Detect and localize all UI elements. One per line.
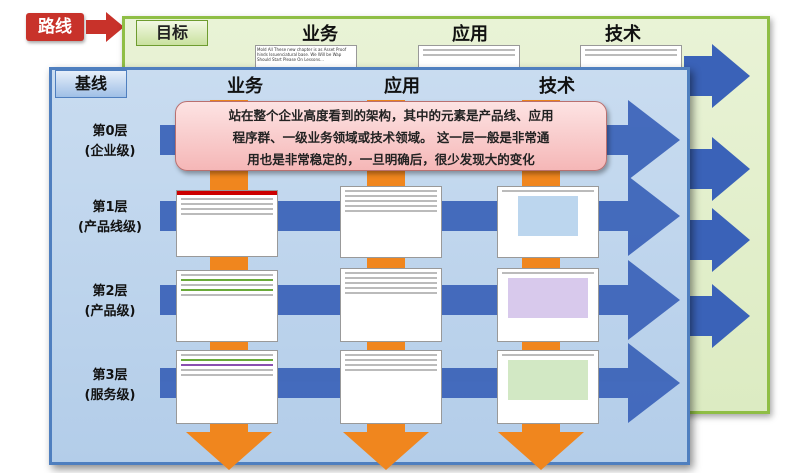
thumb-l1-application bbox=[340, 186, 442, 258]
baseline-col-technology: 技术 bbox=[539, 76, 575, 97]
layer-0-sub: (企业级) bbox=[84, 144, 136, 159]
target-col-business: 业务 bbox=[302, 24, 338, 45]
thumb-l2-application bbox=[340, 268, 442, 342]
layer0-callout: 站在整个企业高度看到的架构，其中的元素是产品线、应用 程序群、一级业务领域或技术… bbox=[175, 101, 607, 171]
target-col-application: 应用 bbox=[452, 24, 488, 45]
target-thumb-business: Mold All These new chapter is as Asset P… bbox=[255, 45, 357, 69]
layer-0-name: 第0层 bbox=[92, 124, 128, 139]
layer-1-sub: (产品线级) bbox=[78, 220, 142, 235]
baseline-col-application: 应用 bbox=[384, 76, 420, 97]
thumb-l3-technology bbox=[497, 350, 599, 424]
thumb-l1-business bbox=[176, 190, 278, 257]
layer-3-sub: (服务级) bbox=[84, 388, 136, 403]
route-arrow bbox=[86, 12, 124, 42]
callout-line-2: 程序群、一级业务领域或技术领域。 这一层一般是非常通 bbox=[232, 130, 550, 145]
layer-1-name: 第1层 bbox=[92, 200, 128, 215]
target-tag: 目标 bbox=[136, 20, 208, 46]
callout-line-3: 用也是非常稳定的，一旦明确后，很少发现大的变化 bbox=[247, 152, 535, 167]
layer-0-label: 第0层 (企业级) bbox=[60, 122, 160, 162]
layer-2-name: 第2层 bbox=[92, 284, 128, 299]
layer-1-label: 第1层 (产品线级) bbox=[60, 198, 160, 238]
thumb-l2-technology bbox=[497, 268, 599, 342]
baseline-col-business: 业务 bbox=[227, 76, 263, 97]
layer-2-label: 第2层 (产品级) bbox=[60, 282, 160, 322]
callout-line-1: 站在整个企业高度看到的架构，其中的元素是产品线、应用 bbox=[228, 108, 554, 123]
thumb-l3-business bbox=[176, 350, 278, 424]
baseline-tag: 基线 bbox=[55, 70, 127, 98]
thumb-l1-technology bbox=[497, 186, 599, 258]
target-col-technology: 技术 bbox=[605, 24, 641, 45]
layer-3-label: 第3层 (服务级) bbox=[60, 366, 160, 406]
thumb-l3-application bbox=[340, 350, 442, 424]
layer-2-sub: (产品级) bbox=[84, 304, 136, 319]
layer-3-name: 第3层 bbox=[92, 368, 128, 383]
target-thumb-caption: Mold All These new chapter is as Asset P… bbox=[257, 47, 347, 62]
route-tag: 路线 bbox=[26, 13, 84, 41]
target-thumb-technology bbox=[580, 45, 682, 69]
thumb-l2-business bbox=[176, 270, 278, 342]
